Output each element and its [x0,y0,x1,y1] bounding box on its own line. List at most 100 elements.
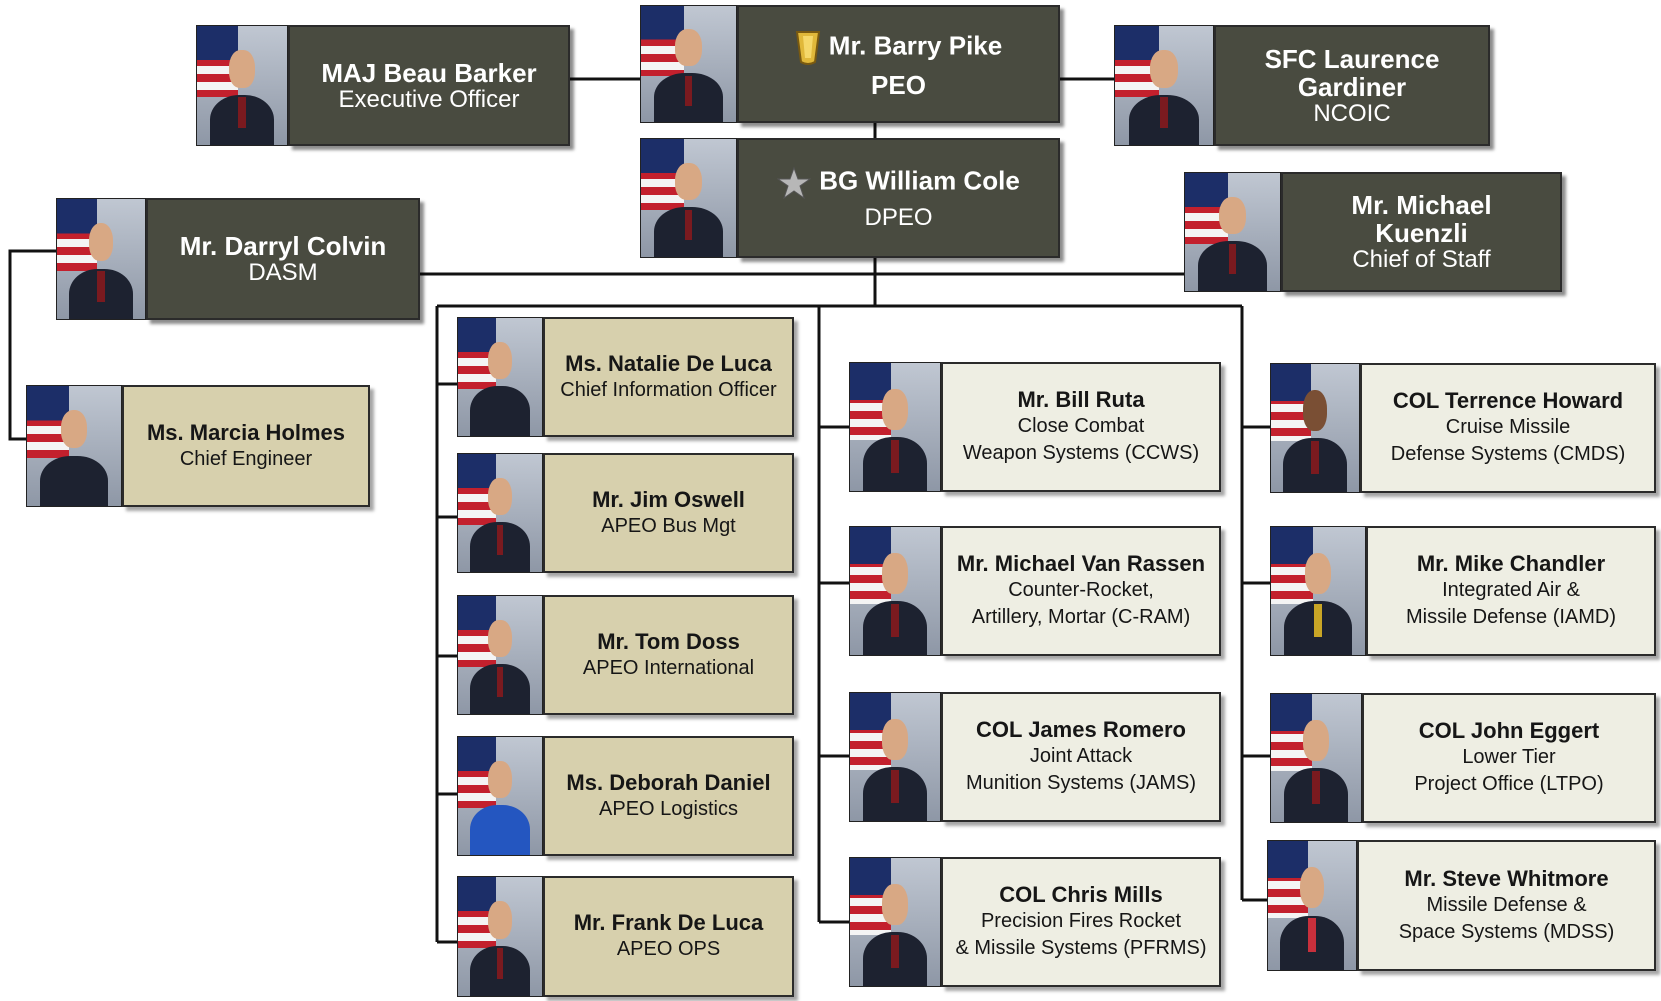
ltpo-line-2: Project Office (LTPO) [1414,773,1604,795]
dpeo-photo [640,138,737,258]
chief-engineer-card: Ms. Marcia Holmes Chief Engineer [26,385,370,507]
busmgt-photo [457,453,543,573]
peo-title: PEO [871,69,926,100]
dasm-box: Mr. Darryl Colvin DASM [146,198,420,320]
iamd-line-2: Missile Defense (IAMD) [1405,606,1617,628]
cio-photo [457,317,543,437]
intl-card: Mr. Tom Doss APEO International [457,595,794,715]
silver-star-icon [776,166,812,205]
mdss-name: Mr. Steve Whitmore [1404,865,1609,891]
ncoic-name-1: SFC Laurence [1264,43,1440,74]
ncoic-photo [1114,25,1214,146]
peo-name: Mr. Barry Pike [828,30,1003,61]
cmds-box: COL Terrence Howard Cruise Missile Defen… [1360,363,1656,493]
chief-engineer-box: Ms. Marcia Holmes Chief Engineer [122,385,370,507]
pfrms-photo [849,857,941,987]
intl-box: Mr. Tom Doss APEO International [543,595,794,715]
ccws-line-1: Close Combat [1017,415,1145,437]
dasm-photo [56,198,146,320]
cmds-photo [1270,363,1360,493]
chief-engineer-photo [26,385,122,507]
jams-line-2: Munition Systems (JAMS) [965,772,1197,794]
dasm-title: DASM [248,259,318,286]
chief-engineer-name: Ms. Marcia Holmes [146,419,346,445]
peo-card: Mr. Barry Pike PEO [640,5,1060,123]
pfrms-line-2: & Missile Systems (PFRMS) [955,937,1207,959]
ncoic-box: SFC Laurence Gardiner NCOIC [1214,25,1490,146]
jams-box: COL James Romero Joint Attack Munition S… [941,692,1221,822]
logistics-card: Ms. Deborah Daniel APEO Logistics [457,736,794,856]
ccws-line-2: Weapon Systems (CCWS) [962,442,1200,464]
ltpo-line-1: Lower Tier [1462,746,1556,768]
logistics-photo [457,736,543,856]
dpeo-title: DPEO [864,203,933,231]
cram-name: Mr. Michael Van Rassen [956,551,1206,576]
mdss-photo [1267,840,1357,971]
cram-line-1: Counter-Rocket, [1008,579,1154,601]
logistics-title: APEO Logistics [599,797,738,820]
cmds-name: COL Terrence Howard [1392,388,1624,413]
mdss-card: Mr. Steve Whitmore Missile Defense & Spa… [1267,840,1656,971]
iamd-photo [1270,526,1366,656]
jams-photo [849,692,941,822]
cmds-line-2: Defense Systems (CMDS) [1390,443,1626,465]
ncoic-card: SFC Laurence Gardiner NCOIC [1114,25,1490,146]
logistics-box: Ms. Deborah Daniel APEO Logistics [543,736,794,856]
cio-title: Chief Information Officer [560,378,777,401]
iamd-line-1: Integrated Air & [1442,579,1580,601]
busmgt-name: Mr. Jim Oswell [592,486,745,512]
busmgt-box: Mr. Jim Oswell APEO Bus Mgt [543,453,794,573]
cmds-line-1: Cruise Missile [1445,416,1571,438]
mdss-line-1: Missile Defense & [1426,893,1587,916]
iamd-name: Mr. Mike Chandler [1416,551,1606,576]
ltpo-name: COL John Eggert [1418,718,1600,743]
intl-title: APEO International [582,656,755,679]
ccws-box: Mr. Bill Ruta Close Combat Weapon System… [941,362,1221,492]
ops-title: APEO OPS [616,938,721,960]
pfrms-name: COL Chris Mills [999,882,1163,907]
cio-box: Ms. Natalie De Luca Chief Information Of… [543,317,794,437]
dasm-card: Mr. Darryl Colvin DASM [56,198,420,320]
cram-card: Mr. Michael Van Rassen Counter-Rocket, A… [849,526,1221,656]
ops-photo [457,876,543,997]
iamd-box: Mr. Mike Chandler Integrated Air & Missi… [1366,526,1656,656]
ccws-card: Mr. Bill Ruta Close Combat Weapon System… [849,362,1221,492]
cos-title: Chief of Staff [1352,246,1491,273]
ccws-photo [849,362,941,492]
cos-box: Mr. Michael Kuenzli Chief of Staff [1281,172,1562,292]
cram-box: Mr. Michael Van Rassen Counter-Rocket, A… [941,526,1221,656]
cos-name-2: Kuenzli [1375,218,1468,248]
pfrms-line-1: Precision Fires Rocket [980,910,1182,932]
dpeo-card: BG William Cole DPEO [640,138,1060,258]
dpeo-box: BG William Cole DPEO [737,138,1060,258]
pfrms-card: COL Chris Mills Precision Fires Rocket &… [849,857,1221,987]
ccws-name: Mr. Bill Ruta [1017,387,1145,412]
iamd-card: Mr. Mike Chandler Integrated Air & Missi… [1270,526,1656,656]
busmgt-title: APEO Bus Mgt [601,514,736,537]
xo-box: MAJ Beau Barker Executive Officer [288,25,570,146]
cos-name-1: Mr. Michael [1351,190,1492,220]
xo-title: Executive Officer [338,85,520,113]
cos-photo [1184,172,1281,292]
chief-engineer-title: Chief Engineer [179,447,313,470]
xo-photo [196,25,288,146]
peo-photo [640,5,737,123]
ops-box: Mr. Frank De Luca APEO OPS [543,876,794,997]
mdss-line-2: Space Systems (MDSS) [1398,920,1615,943]
cram-line-2: Artillery, Mortar (C-RAM) [971,606,1191,628]
intl-name: Mr. Tom Doss [597,628,740,654]
ops-card: Mr. Frank De Luca APEO OPS [457,876,794,997]
ltpo-box: COL John Eggert Lower Tier Project Offic… [1362,693,1656,823]
intl-photo [457,595,543,715]
ncoic-title: NCOIC [1313,99,1391,127]
cos-card: Mr. Michael Kuenzli Chief of Staff [1184,172,1562,292]
jams-card: COL James Romero Joint Attack Munition S… [849,692,1221,822]
pfrms-box: COL Chris Mills Precision Fires Rocket &… [941,857,1221,987]
ncoic-name-2: Gardiner [1297,71,1407,102]
cmds-card: COL Terrence Howard Cruise Missile Defen… [1270,363,1656,493]
dpeo-name: BG William Cole [819,165,1020,196]
ltpo-card: COL John Eggert Lower Tier Project Offic… [1270,693,1656,823]
cio-name: Ms. Natalie De Luca [565,350,772,376]
gold-insignia-icon [795,30,821,71]
